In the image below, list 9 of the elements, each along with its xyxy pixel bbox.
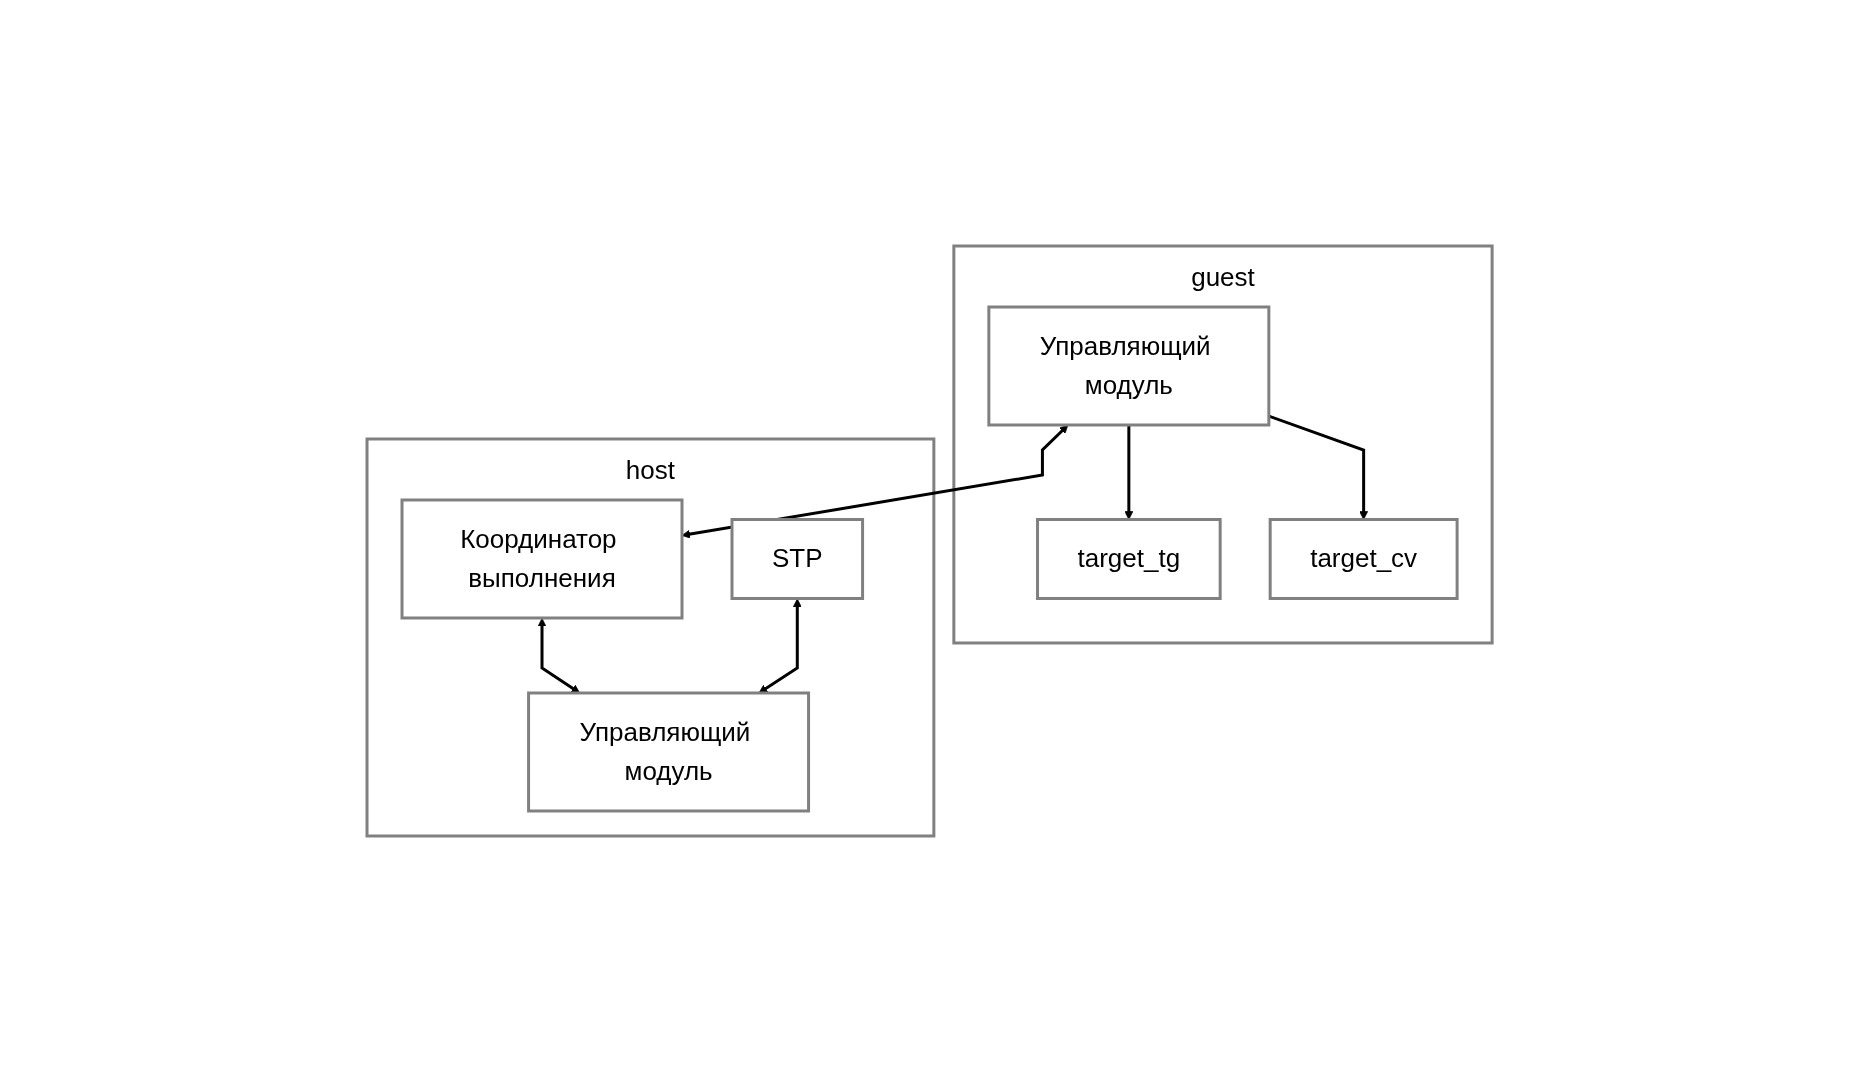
node-box: Управляющий модуль — [527, 691, 811, 812]
node-box: Управляющий модуль — [987, 305, 1271, 426]
arrow — [682, 424, 1069, 538]
node-box: target_tg — [1036, 517, 1223, 600]
node-box: Координатор выполнения — [400, 498, 684, 619]
node-box: target_cv — [1269, 517, 1460, 600]
node-box: STP — [730, 517, 865, 600]
arrow — [538, 617, 581, 693]
arrow — [759, 598, 803, 693]
